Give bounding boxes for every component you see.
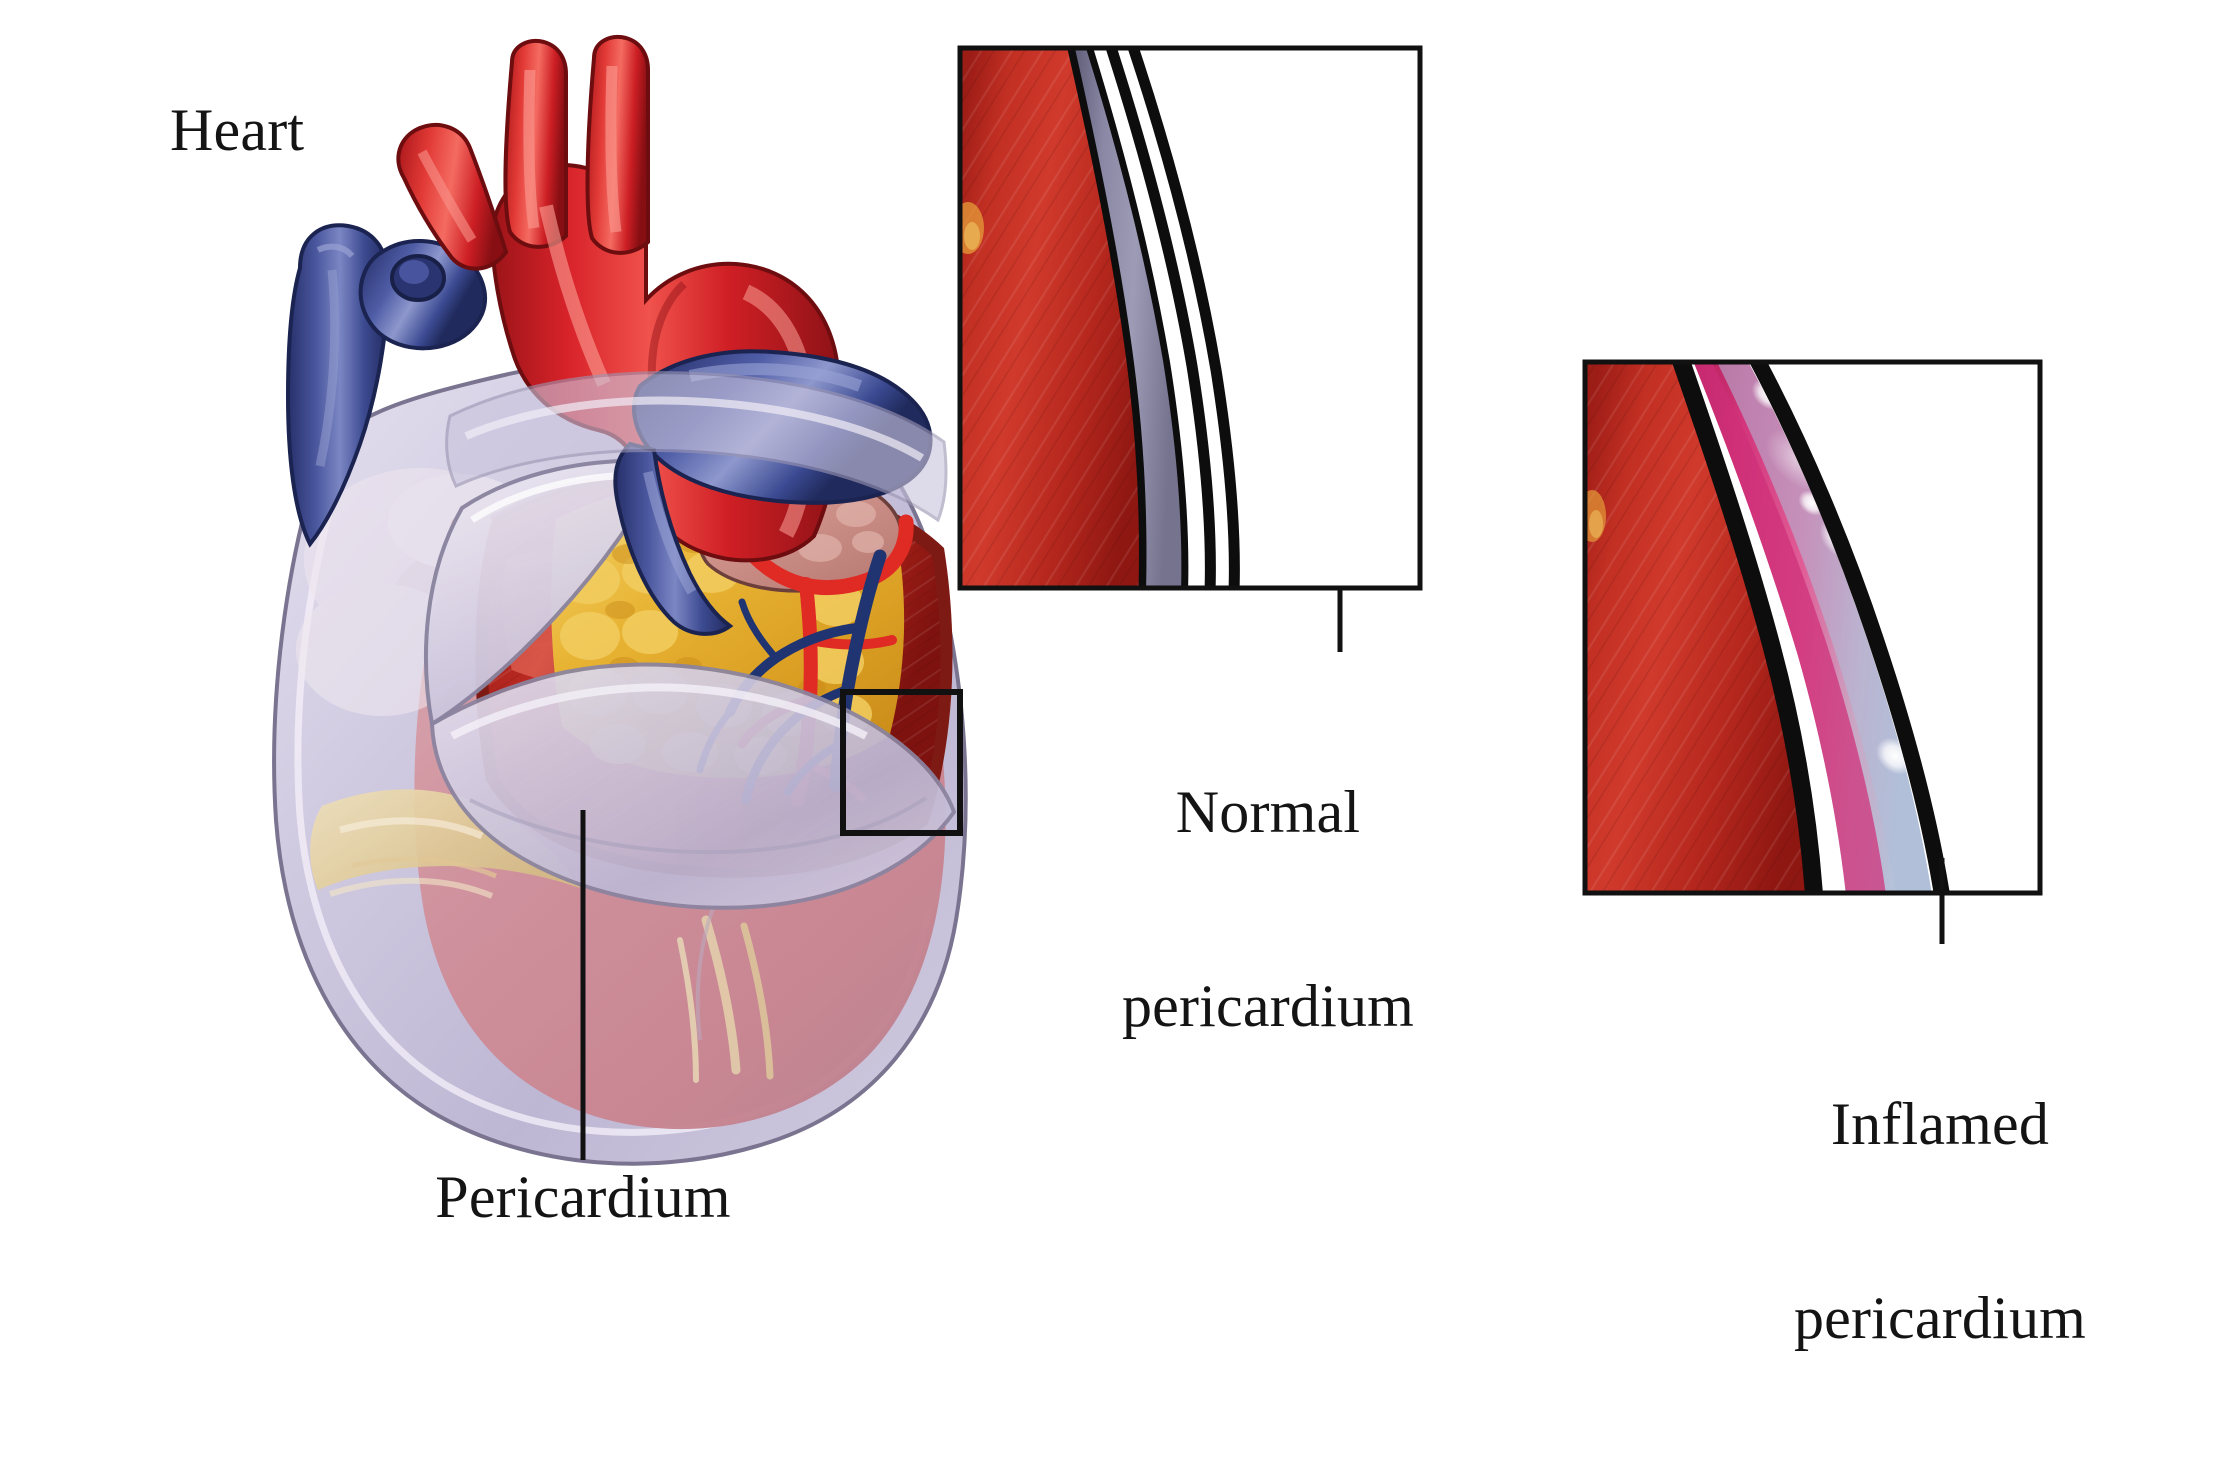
label-normal-pericardium: Normal pericardium [1122, 650, 1414, 1168]
pericarditis-figure: Heart Pericardium Normal pericardium Inf… [170, 35, 2086, 1350]
label-inflamed-line1: Inflamed [1830, 1090, 2050, 1157]
sac-lower-vessels [677, 899, 774, 1083]
inflamed-pericardium-inset[interactable] [1578, 358, 2043, 944]
label-inflamed-line2: pericardium [1793, 1284, 2087, 1351]
figure-canvas [272, 35, 2043, 1166]
normal-inset-frame [957, 45, 1423, 591]
label-inflamed-pericardium: Inflamed pericardium [1794, 962, 2086, 1480]
inflamed-inset-frame [1582, 359, 2043, 896]
pericardium-flap [423, 458, 957, 910]
sac-reflection-band [445, 371, 948, 523]
apex-fat [310, 789, 580, 899]
label-normal-line2: pericardium [1121, 972, 1415, 1039]
heart-callout-box[interactable] [840, 689, 963, 836]
label-normal-line1: Normal [1175, 778, 1361, 845]
label-heart: Heart [170, 97, 305, 163]
label-pericardium: Pericardium [435, 1164, 731, 1230]
heart-illustration [272, 35, 968, 1166]
normal-pericardium-inset[interactable] [952, 44, 1423, 652]
